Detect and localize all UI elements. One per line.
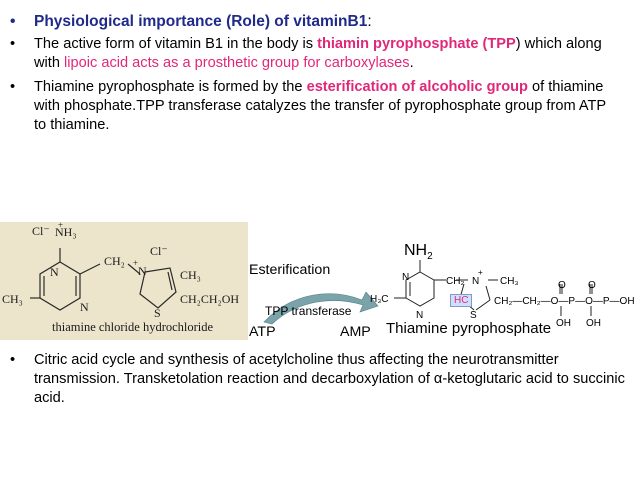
enzyme-label: TPP transferase xyxy=(265,304,352,318)
nh2-text: NH xyxy=(404,242,428,259)
tpp-hydroxyl-2: OH xyxy=(586,318,601,329)
bullet-marker: • xyxy=(10,13,16,30)
ring-nitrogen-bottom-label: N xyxy=(80,300,89,314)
bullet-list: • Physiological importance (Role) of vit… xyxy=(10,12,620,140)
plus-charge-label: + xyxy=(58,220,64,230)
tpp-ring-nitrogen: N xyxy=(402,272,410,283)
text-segment: The active form of vitamin B1 in the bod… xyxy=(34,36,318,52)
nh2-subscript: 2 xyxy=(427,251,433,263)
text-segment: Thiamine pyrophosphate is formed by the xyxy=(34,79,307,95)
text-segment: . xyxy=(409,55,414,71)
text-segment: of thiamine with phosphate.TPP transfera… xyxy=(34,79,606,133)
thiamine-chloride-structure: Cl⁻ + NH₃ N CH₂ Cl⁻ + N CH₃ CH₃ N S CH₂C… xyxy=(0,220,248,340)
ch3-left-label: CH₃ xyxy=(2,292,23,306)
highlight-lipoic-acid: lipoic acid acts as a prosthetic group f… xyxy=(64,55,410,71)
chloride-ion-label-2: Cl⁻ xyxy=(150,244,168,258)
bullet-citric-acid: • Citric acid cycle and synthesis of ace… xyxy=(10,351,638,408)
tpp-sulfur-label: S xyxy=(470,310,477,321)
bullet-marker: • xyxy=(10,79,16,95)
tpp-ring-nitrogen-2: N xyxy=(416,310,424,321)
highlight-esterification: esterification of alcoholic group xyxy=(306,79,528,95)
tpp-hc-highlight: HC xyxy=(450,294,473,307)
heading-bullet: • Physiological importance (Role) of vit… xyxy=(10,12,620,31)
structure-caption: thiamine chloride hydrochloride xyxy=(52,320,214,334)
tpp-ch3-label: CH₃ xyxy=(500,276,519,287)
bullet-esterification: • Thiamine pyrophosphate is formed by th… xyxy=(10,78,620,135)
bullet-marker: • xyxy=(10,36,16,52)
tpp-phosphate-chain: CH₂—CH₂—O—P—O—P—OH xyxy=(494,296,635,307)
esterification-label: Esterification xyxy=(249,262,331,278)
tpp-oxygen-1: O xyxy=(558,280,566,291)
nh3-label: NH₃ xyxy=(55,225,77,239)
sulfur-label: S xyxy=(154,306,161,320)
highlight-tpp: thiamin pyrophosphate (TPP xyxy=(317,36,516,52)
tpp-oxygen-2: O xyxy=(588,280,596,291)
tpp-name-label: Thiamine pyrophosphate xyxy=(386,320,552,337)
tpp-plus-charge: + xyxy=(478,268,483,277)
nh2-label: NH2 xyxy=(404,242,433,262)
chloride-ion-label: Cl⁻ xyxy=(32,224,50,238)
curved-arrow-shape xyxy=(263,291,379,325)
plus-charge-label-2: + xyxy=(133,258,139,268)
ring-nitrogen-label: N xyxy=(50,265,59,279)
tpp-h3c-label: H₃C xyxy=(370,294,389,305)
text-segment: ) which along with xyxy=(34,36,602,71)
bullet-tpp-active-form: • The active form of vitamin B1 in the b… xyxy=(10,35,620,73)
reaction-arrow xyxy=(263,291,379,325)
bullet-marker: • xyxy=(10,352,16,368)
tpp-ch2-label: CH₂ xyxy=(446,276,465,287)
amp-label: AMP xyxy=(340,324,371,340)
heading-colon: : xyxy=(367,13,372,30)
thiamine-structure-lines xyxy=(30,248,177,311)
thiazole-nitrogen-label: N xyxy=(138,264,147,278)
ch2ch2oh-label: CH₂CH₂OH xyxy=(180,292,240,306)
atp-label: ATP xyxy=(249,324,276,340)
heading-text: Physiological importance (Role) of vitam… xyxy=(34,13,368,30)
bottom-bullet-text: Citric acid cycle and synthesis of acety… xyxy=(34,352,625,406)
ch2-label: CH₂ xyxy=(104,254,125,268)
ch3-right-label: CH₃ xyxy=(180,268,201,282)
tpp-hydroxyl-1: OH xyxy=(556,318,571,329)
tpp-thiazole-nitrogen: N xyxy=(472,276,480,287)
